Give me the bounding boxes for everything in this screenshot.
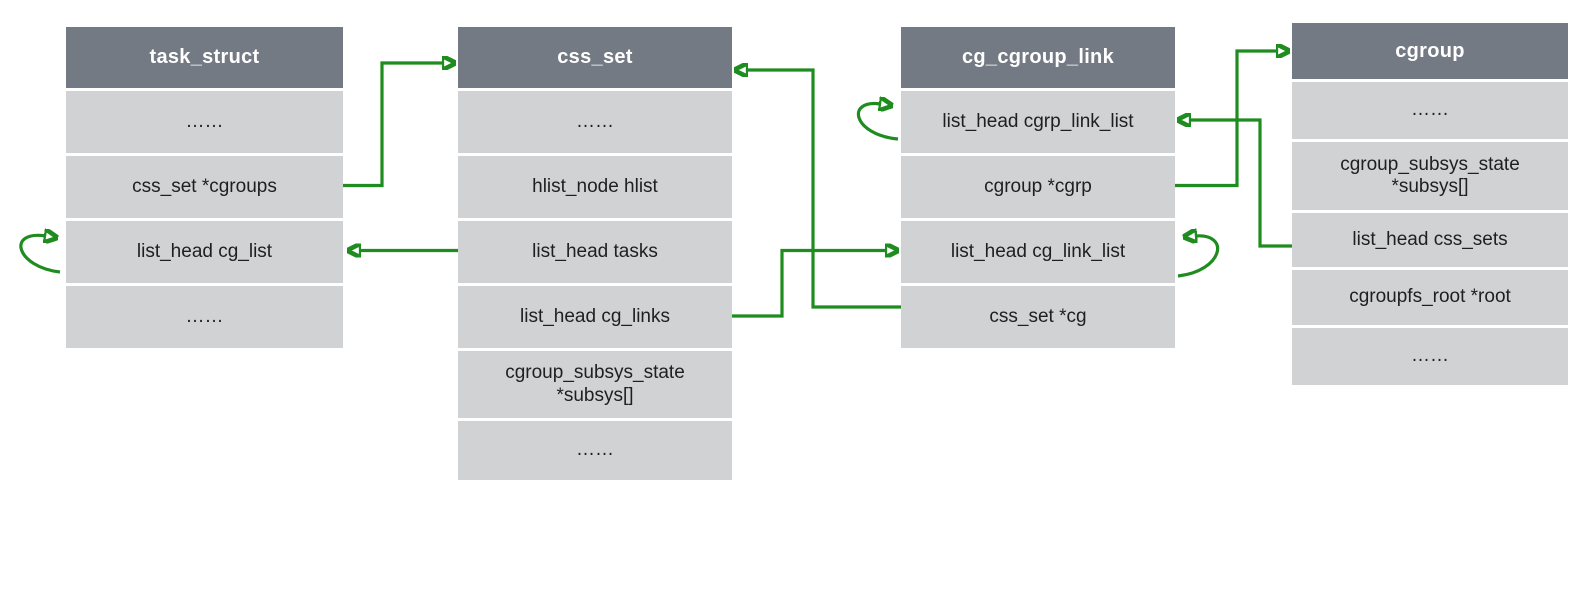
table-row-ellipsis: …… (1292, 79, 1568, 139)
table-row-tasks: list_head tasks (458, 218, 732, 283)
table-row-cgrp-link-list: list_head cgrp_link_list (901, 88, 1175, 153)
table-task-struct-title: task_struct (66, 27, 343, 88)
table-cgroup: cgroup …… cgroup_subsys_state *subsys[] … (1292, 23, 1568, 385)
arrow-cg-to-css-set (746, 70, 901, 309)
arrow-cg-list-self-loop (19, 235, 61, 274)
table-css-set-title: css_set (458, 27, 732, 88)
table-row-cg-pointer: css_set *cg (901, 283, 1175, 348)
table-row-cg-list: list_head cg_list (66, 218, 343, 283)
table-row-ellipsis: …… (458, 88, 732, 153)
table-cg-cgroup-link-title: cg_cgroup_link (901, 27, 1175, 88)
arrow-cgrp-to-cgroup (1175, 51, 1278, 188)
arrow-cg-links-to-cg-link-list (732, 251, 887, 318)
table-row-root-pointer: cgroupfs_root *root (1292, 267, 1568, 325)
table-row-subsys-array: cgroup_subsys_state *subsys[] (1292, 139, 1568, 210)
table-row-hlist: hlist_node hlist (458, 153, 732, 218)
table-cg-cgroup-link: cg_cgroup_link list_head cgrp_link_list … (901, 27, 1175, 348)
table-cgroup-title: cgroup (1292, 23, 1568, 79)
table-row-cgrp-pointer: cgroup *cgrp (901, 153, 1175, 218)
table-row-subsys-array: cgroup_subsys_state *subsys[] (458, 348, 732, 418)
table-row-cg-links: list_head cg_links (458, 283, 732, 348)
table-row-ellipsis: …… (66, 283, 343, 348)
table-row-cgroups-pointer: css_set *cgroups (66, 153, 343, 218)
table-row-css-sets: list_head css_sets (1292, 210, 1568, 267)
table-row-ellipsis: …… (1292, 325, 1568, 385)
table-row-ellipsis: …… (458, 418, 732, 480)
table-css-set: css_set …… hlist_node hlist list_head ta… (458, 27, 732, 480)
arrow-cgrp-link-list-self-loop (856, 104, 899, 141)
arrow-cgroups-to-css-set (343, 63, 444, 188)
arrow-cg-link-list-self-loop (1177, 236, 1220, 278)
table-task-struct: task_struct …… css_set *cgroups list_hea… (66, 27, 343, 348)
table-row-ellipsis: …… (66, 88, 343, 153)
arrow-css-sets-to-cgrp-link-list (1189, 120, 1292, 248)
table-row-cg-link-list: list_head cg_link_list (901, 218, 1175, 283)
